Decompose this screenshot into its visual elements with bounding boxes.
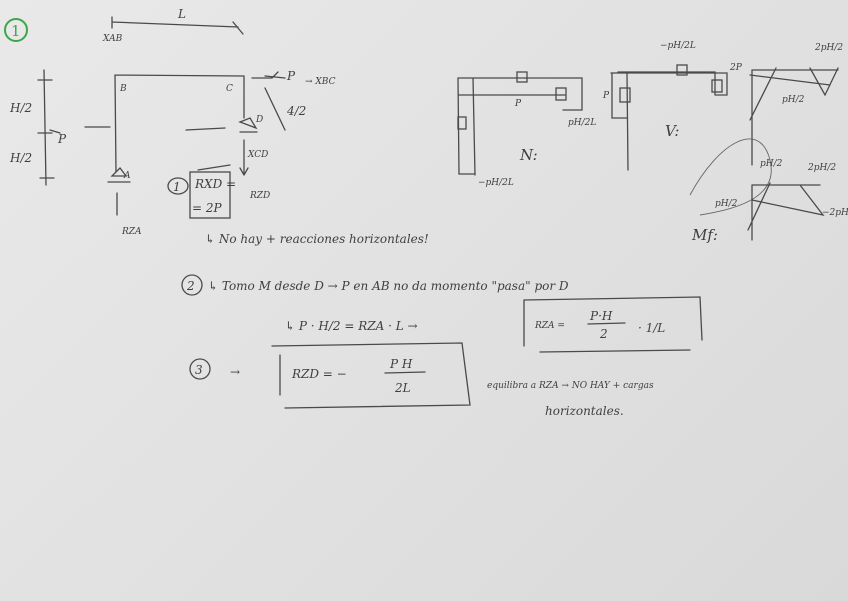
step1-box-line2: = 2P [192, 201, 223, 215]
step3-numerator: P H [389, 357, 413, 371]
m-value-a: 2pH/2 [814, 43, 843, 53]
v-value-2p: 2P [729, 63, 743, 73]
n-label: N: [519, 146, 538, 164]
label-xbc: → XBC [305, 77, 336, 87]
step1-box-line1: RXD = [194, 177, 236, 191]
label-C: C [226, 84, 233, 94]
label-h2-right: 4/2 [286, 104, 306, 118]
m-value-b: pH/2 [782, 95, 805, 105]
step2-text: ↳ Tomo M desde D → P en AB no da momento… [208, 279, 569, 293]
step2-number: 2 [186, 279, 195, 293]
step2-box-lhs: RZA = [534, 321, 565, 331]
label-h2-top: H/2 [9, 101, 32, 115]
step2-box-denominator: 2 [599, 327, 608, 341]
label-B: B [119, 84, 127, 94]
v-label-P: P [602, 91, 610, 101]
step1-text: ↳ No hay + reacciones horizontales! [205, 232, 429, 246]
step3-lhs: RZD = − [291, 367, 347, 381]
label-xab: XAB [102, 34, 123, 44]
frame-sketch: L XAB B C P → XBC H/2 H/2 P 4/2 D XCD A … [9, 7, 336, 237]
label-P-left: P [57, 132, 67, 146]
m-value-f: −2pH/2 [822, 208, 848, 218]
step1-number: 1 [173, 180, 181, 194]
label-h2-bottom: H/2 [9, 151, 32, 165]
step2-box-multiplier: · 1/L [638, 321, 665, 335]
m-value-e: pH/2 [715, 199, 738, 209]
normal-force-diagram: P N: pH/2L −pH/2L [457, 71, 596, 188]
label-P-top: P [286, 69, 296, 83]
v-label: V: [665, 122, 679, 140]
m-value-c: pH/2 [760, 159, 783, 169]
n-label-P: P [514, 99, 522, 109]
label-D: D [255, 115, 263, 125]
section-number: 1 [11, 22, 21, 40]
n-value-negative: −pH/2L [478, 178, 514, 188]
label-rza: RZA [121, 227, 142, 237]
label-xcd: XCD [247, 150, 268, 160]
label-rzd: RZD [249, 191, 270, 201]
step3-number: 3 [195, 363, 203, 377]
step3-text-line2: horizontales. [545, 404, 624, 418]
bending-moment-diagram: 2pH/2 pH/2 pH/2 2pH/2 pH/2 −2pH/2 Mf: [689, 43, 848, 244]
n-value-positive: pH/2L [568, 118, 596, 128]
v-value-top: −pH/2L [660, 41, 696, 51]
label-A: A [123, 171, 131, 181]
step2-box-numerator: P·H [589, 309, 613, 323]
notes: 1 RXD = = 2P ↳ No hay + reacciones horiz… [167, 171, 703, 418]
step2-equation: ↳ P · H/2 = RZA · L → [285, 319, 418, 333]
section-marker: 1 [4, 18, 28, 42]
step3-denominator: 2L [394, 381, 411, 395]
step3-arrow: → [230, 365, 240, 379]
step3-text-line1: equilibra a RZA → NO HAY + cargas [487, 381, 654, 391]
m-value-d: 2pH/2 [807, 163, 836, 173]
shear-force-diagram: P −pH/2L 2P V: [602, 41, 743, 171]
m-label: Mf: [691, 226, 718, 244]
label-L: L [177, 7, 186, 21]
